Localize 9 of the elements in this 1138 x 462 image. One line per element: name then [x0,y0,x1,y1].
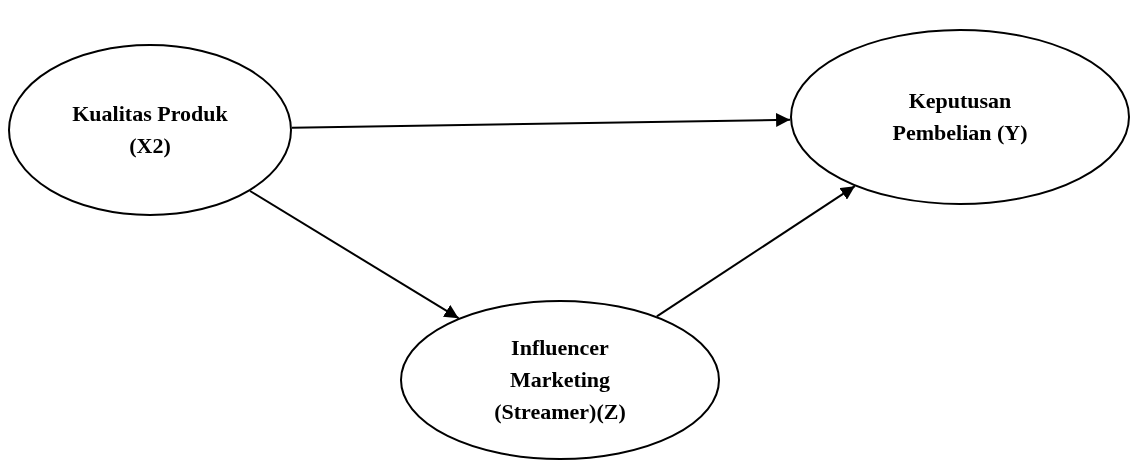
node-label: Keputusan Pembelian (Y) [891,87,1029,147]
ellipse-node [400,300,720,460]
ellipse-node [8,44,292,216]
arrow [249,190,460,320]
ellipse-node [790,29,1130,205]
arrow [655,185,856,318]
node-label: Kualitas Produk (X2) [71,100,229,160]
arrow [290,112,792,129]
node-label: Influencer Marketing (Streamer)(Z) [493,334,627,426]
